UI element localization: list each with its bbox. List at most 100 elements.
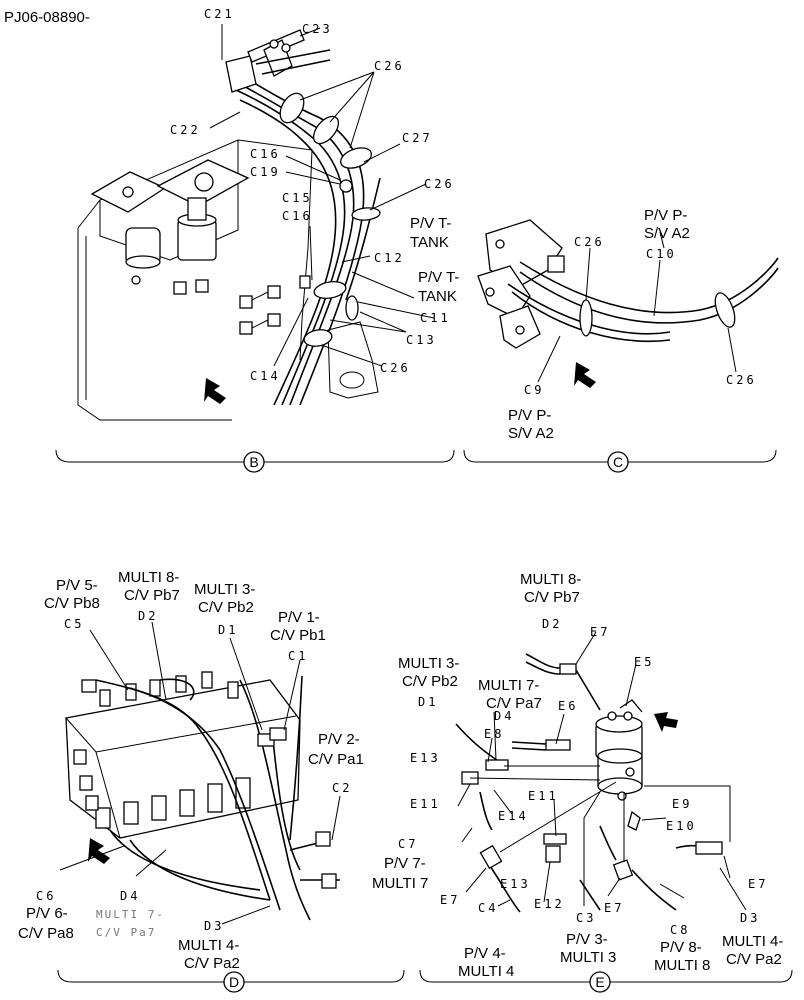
part-e13: E13 — [410, 751, 441, 765]
section-d-leaders — [59, 621, 341, 925]
part-c8: C8 — [670, 923, 690, 937]
part-c21: C21 — [204, 7, 235, 21]
part-c13: C13 — [406, 333, 437, 347]
part-c23: C23 — [302, 22, 333, 36]
part-c22: C22 — [170, 123, 201, 137]
part-d4: D4 — [120, 889, 140, 903]
section-d-hoses — [95, 675, 340, 921]
callout-multi7-cvpa7: C/V Pa7 — [486, 695, 542, 712]
section-d-drawing: C5 D2 D1 C1 C2 C6 D4 D3 P/V 5- C/V Pb8 M… — [18, 569, 364, 972]
part-c27: C27 — [402, 131, 433, 145]
callout-multi3-cvpb2: MULTI 3- — [398, 655, 459, 672]
document-id: PJ06-08890- — [4, 9, 90, 26]
part-c3: C3 — [576, 911, 596, 925]
multi-control-valve — [595, 699, 643, 801]
part-c26: C26 — [380, 361, 411, 375]
tank-cover — [90, 159, 250, 213]
section-label-c: C — [613, 454, 623, 470]
part-c15: C15 — [282, 191, 313, 205]
section-e-drawing: D2 E7 E5 D1 D4 E6 E8 E13 E11 E14 E11 E9 … — [372, 571, 783, 980]
part-c26: C26 — [574, 235, 605, 249]
part-e12: E12 — [534, 897, 565, 911]
hose-clamp — [714, 292, 736, 328]
part-c10: C10 — [646, 247, 677, 261]
view-arrow-icon — [654, 712, 678, 732]
view-arrow-icon — [574, 362, 596, 388]
part-c16: C16 — [250, 147, 281, 161]
part-e5: E5 — [634, 655, 654, 669]
callout-pv2-cvpa1: C/V Pa1 — [308, 751, 364, 768]
section-c-drawing: C26 C10 C9 C26 P/V P- S/V A2 P/V P- S/V … — [477, 207, 779, 442]
callout-pvp-sva2: S/V A2 — [644, 225, 690, 242]
part-c4: C4 — [478, 901, 498, 915]
tank-fittings — [239, 285, 281, 335]
callout-pvt-tank: P/V T- — [410, 215, 451, 232]
callout-multi7-cvpa7: C/V Pa7 — [96, 926, 156, 939]
solenoid-valve-block — [477, 219, 565, 349]
part-e7: E7 — [604, 901, 624, 915]
callout-pv8-multi8: P/V 8- — [660, 939, 702, 956]
callout-multi8-cvpb7: C/V Pb7 — [524, 589, 580, 606]
part-e13: E13 — [500, 877, 531, 891]
callout-pv1-cvpb1: P/V 1- — [278, 609, 320, 626]
callout-multi4-cvpa2: C/V Pa2 — [726, 951, 782, 968]
part-d3: D3 — [740, 911, 760, 925]
callout-pv3-multi3: MULTI 3 — [560, 949, 616, 966]
hose-clamps — [279, 92, 381, 347]
part-c2: C2 — [332, 781, 352, 795]
part-c26: C26 — [424, 177, 455, 191]
view-arrow-icon — [204, 378, 226, 404]
top-fittings — [81, 671, 239, 707]
section-label-d: D — [229, 974, 239, 990]
part-c26: C26 — [374, 59, 405, 73]
part-c19: C19 — [250, 165, 281, 179]
section-brace-d: D — [57, 969, 405, 993]
callout-pvp-sva2: P/V P- — [508, 407, 551, 424]
callout-multi3-cvpb2: MULTI 3- — [194, 581, 255, 598]
callout-multi8-cvpb7: MULTI 8- — [118, 569, 179, 586]
part-e14: E14 — [498, 809, 529, 823]
section-e-leaders — [457, 631, 747, 911]
callout-pvt-tank: TANK — [410, 234, 449, 251]
hose-fitting — [315, 831, 331, 847]
section-b-leaders — [209, 24, 435, 367]
part-c26: C26 — [726, 373, 757, 387]
section-label-e: E — [595, 974, 604, 990]
part-e6: E6 — [558, 699, 578, 713]
section-brace-c: C — [463, 449, 777, 473]
callout-multi3-cvpb2: C/V Pb2 — [402, 673, 458, 690]
hose-fitting — [269, 727, 287, 741]
part-c11: C11 — [420, 311, 451, 325]
callout-multi4-cvpa2: C/V Pa2 — [184, 955, 240, 972]
part-e8: E8 — [484, 727, 504, 741]
part-d1: D1 — [418, 695, 438, 709]
part-c9: C9 — [524, 383, 544, 397]
callout-pv4-multi4: MULTI 4 — [458, 963, 514, 980]
tank-filter — [125, 197, 217, 295]
view-arrow-icon — [88, 838, 110, 864]
part-e7: E7 — [590, 625, 610, 639]
part-e11: E11 — [528, 789, 559, 803]
section-brace-e: E — [419, 969, 793, 993]
callout-pv7-multi7: P/V 7- — [384, 855, 426, 872]
callout-pvp-sva2: S/V A2 — [508, 425, 554, 442]
part-d2: D2 — [542, 617, 562, 631]
part-d4: D4 — [494, 709, 514, 723]
part-d2: D2 — [138, 609, 158, 623]
part-d3: D3 — [204, 919, 224, 933]
section-b-drawing: C21 C23 C26 C22 C27 C16 C19 C26 C15 C16 … — [77, 7, 459, 421]
callout-multi3-cvpb2: C/V Pb2 — [198, 599, 254, 616]
part-d1: D1 — [218, 623, 238, 637]
part-c5: C5 — [64, 617, 84, 631]
callout-multi8-cvpb7: MULTI 8- — [520, 571, 581, 588]
part-e7: E7 — [748, 877, 768, 891]
callout-multi8-cvpb7: C/V Pb7 — [124, 587, 180, 604]
part-c12: C12 — [374, 251, 405, 265]
spool-caps — [73, 749, 251, 829]
callout-pv6-cvpa8: C/V Pa8 — [18, 925, 74, 942]
callout-multi4-cvpa2: MULTI 4- — [722, 933, 783, 950]
part-e9: E9 — [672, 797, 692, 811]
callout-multi7-cvpa7: MULTI 7- — [478, 677, 539, 694]
